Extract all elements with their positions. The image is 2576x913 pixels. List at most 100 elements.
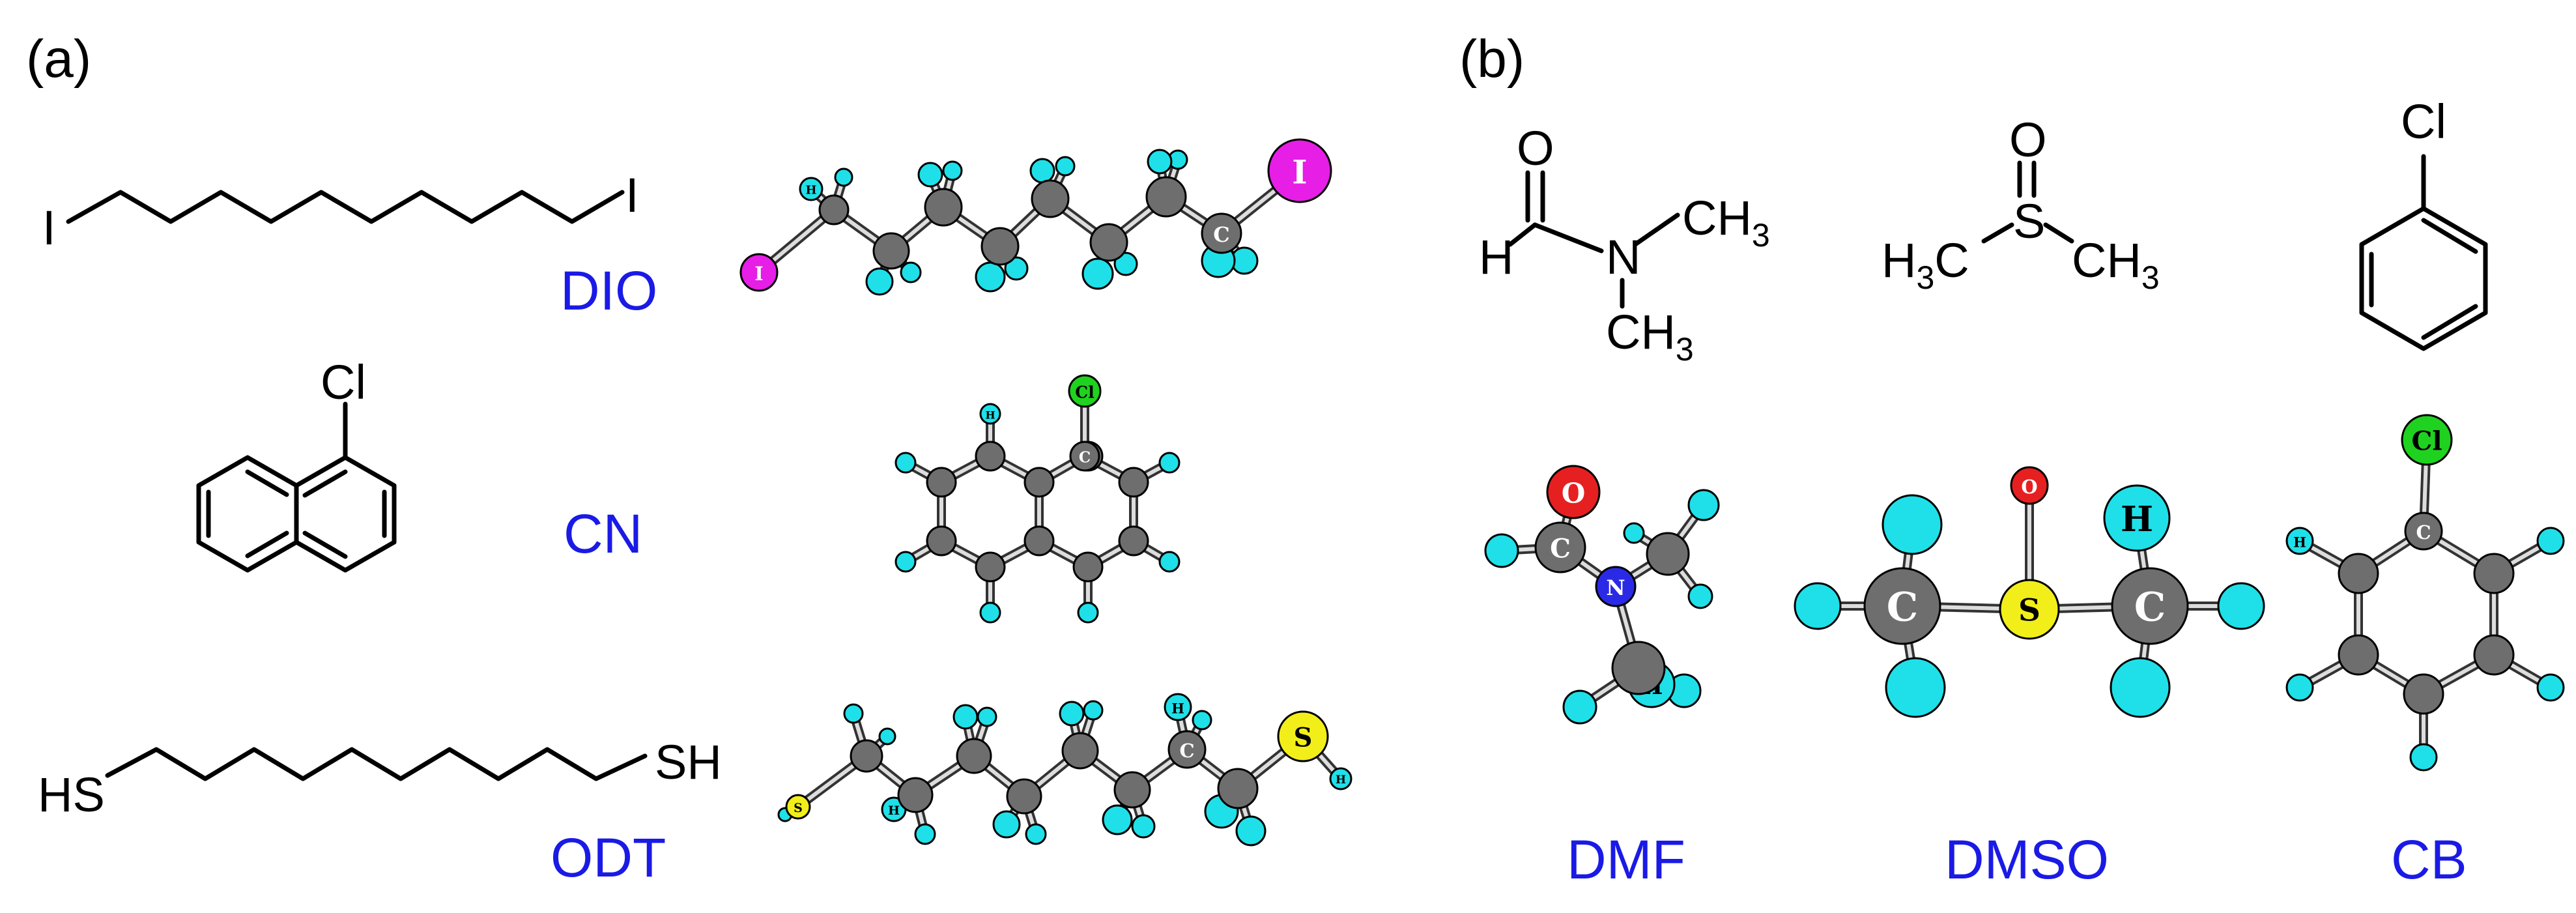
dio-atom-letter: H <box>805 184 816 197</box>
dio-atom-letter: I <box>1292 153 1307 192</box>
dio-atom-i <box>739 253 779 292</box>
odt-atom-letter: S <box>794 801 803 815</box>
cn-skeletal-structure: Cl <box>196 355 397 573</box>
cb-atom-h <box>2536 527 2565 555</box>
dmso-skeletal-structure: O S H3C CH3 <box>1882 113 2160 296</box>
cn-atom-c <box>926 467 957 498</box>
cb-atom-h <box>2285 673 2314 702</box>
dmso-atom-o <box>2010 466 2049 505</box>
dio-atom-h <box>1004 256 1029 281</box>
cb-atom-c <box>2338 553 2379 594</box>
cn-atom-h <box>1077 601 1099 624</box>
cb-chlorine-label: Cl <box>2401 94 2446 149</box>
dmso-atom-h <box>1794 582 1842 630</box>
dio-skeletal-structure: I I <box>42 168 639 255</box>
odt-atom-c <box>956 738 992 774</box>
cn-atom-c <box>1023 467 1055 498</box>
dio-atom-h <box>1113 252 1138 276</box>
cb-atom-letter: Cl <box>2411 426 2442 457</box>
dmf-atom-letter: N <box>1606 575 1625 600</box>
dio-atom-h <box>1029 158 1055 184</box>
cb-skeletal-structure: Cl <box>2359 94 2488 351</box>
dmf-name-label: DMF <box>1567 829 1685 890</box>
dmso-atom-h <box>2110 657 2171 718</box>
dmf-atom-letter: O <box>1562 478 1586 510</box>
dmso-oxygen-label: O <box>2009 113 2047 167</box>
odt-atom-c <box>897 777 934 813</box>
cb-atom-c <box>2404 512 2443 551</box>
dio-atom-c <box>818 194 850 225</box>
cn-atom-c <box>1118 525 1149 557</box>
dio-atom-h <box>834 167 853 187</box>
odt-atom-h <box>1083 700 1104 721</box>
dmf-atom-h <box>1687 489 1720 521</box>
dmso-h3c-label: H3C <box>1882 233 1969 296</box>
cb-atom-c <box>2473 553 2515 594</box>
cb-atom-h <box>2409 743 2438 772</box>
dio-atom-c <box>980 227 1020 266</box>
dmso-atom-h <box>2217 582 2265 630</box>
cn-atom-c <box>1023 525 1055 557</box>
odt-atom-c <box>850 739 883 773</box>
dmf-atom-h <box>1562 689 1597 725</box>
dmso-atom-h <box>2103 484 2171 552</box>
cn-atom-h <box>894 551 917 573</box>
dmso-sulfur-label: S <box>2013 194 2045 248</box>
odt-atom-h <box>1329 767 1352 790</box>
dmf-atom-c <box>1534 521 1586 573</box>
dmf-atom-n <box>1595 566 1637 607</box>
odt-atom-h <box>1059 701 1085 727</box>
cn-atom-c <box>1118 467 1149 498</box>
dio-atom-c <box>1201 212 1242 254</box>
odt-atom-h <box>1164 693 1192 721</box>
dio-iodine-right-label: I <box>625 168 639 222</box>
cn-atom-h <box>1158 551 1181 573</box>
dmso-name-label: DMSO <box>1945 829 2109 890</box>
dmso-atom-letter: C <box>1887 585 1919 631</box>
odt-atom-letter: H <box>1171 701 1184 717</box>
cn-chlorine-label: Cl <box>321 355 366 409</box>
odt-atom-h <box>977 706 997 727</box>
odt-atom-c <box>1061 732 1099 770</box>
dmf-hydrogen-label: H <box>1479 230 1513 284</box>
dmf-methyl-right-label: CH3 <box>1682 191 1770 254</box>
cb-atom-c <box>2338 634 2379 676</box>
odt-hs-label: HS <box>38 768 105 822</box>
odt-atom-c <box>1217 768 1259 809</box>
odt-skeletal-structure: HS SH <box>38 735 722 822</box>
cb-name-label: CB <box>2391 829 2467 890</box>
dio-name-label: DIO <box>560 260 657 321</box>
dmf-atom-h <box>1687 583 1713 609</box>
dmf-atom-o <box>1546 465 1601 519</box>
dmso-atom-letter: O <box>2021 476 2037 498</box>
dio-atom-h <box>942 160 963 181</box>
odt-sh-label: SH <box>655 735 722 789</box>
dmf-methyl-down-label: CH3 <box>1606 305 1694 368</box>
dio-atom-h <box>1147 149 1173 175</box>
cn-atom-c <box>975 441 1006 472</box>
odt-atom-s <box>1277 710 1329 762</box>
dmso-atom-letter: C <box>2134 585 2166 631</box>
odt-atom-h <box>1235 815 1267 847</box>
dio-model: H I C I <box>739 138 1332 296</box>
cn-atom-h <box>1158 452 1181 474</box>
dio-atom-h <box>865 267 894 296</box>
odt-atom-letter: S <box>1294 723 1313 753</box>
dmf-model: NHCO <box>1484 465 1720 725</box>
ball-and-stick-models: HICIHCClHSHHCSNHCOOSHCCHCCl <box>739 138 2565 847</box>
cb-atom-c <box>2473 634 2515 676</box>
odt-atom-h <box>843 703 864 724</box>
dio-atom-letter: I <box>754 263 764 285</box>
cb-atom-cl <box>2401 414 2453 466</box>
odt-atom-c <box>1006 778 1042 815</box>
odt-name-label: ODT <box>551 827 666 888</box>
odt-atom-letter: H <box>888 804 900 818</box>
dio-atom-letter: C <box>1213 222 1229 247</box>
dio-iodine-left-label: I <box>42 201 56 255</box>
dio-atom-i <box>1267 138 1332 203</box>
odt-atom-c <box>1113 771 1151 809</box>
